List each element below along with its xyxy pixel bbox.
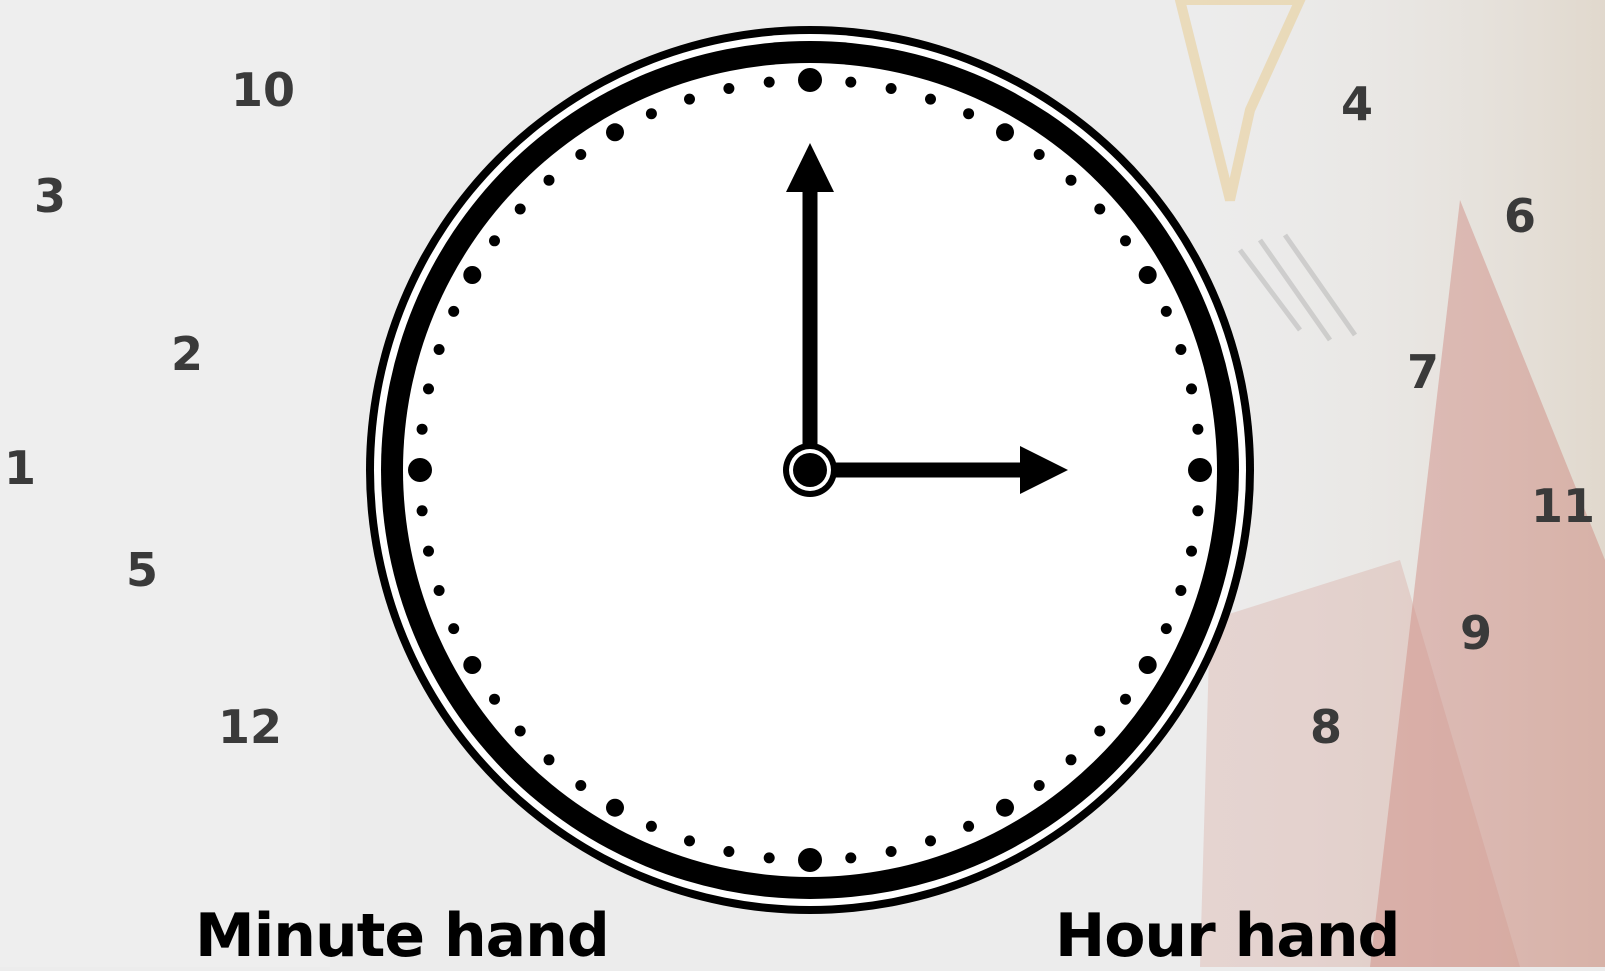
minute-dot: [434, 585, 445, 596]
number-5[interactable]: 5: [126, 547, 158, 593]
number-1[interactable]: 1: [4, 445, 36, 491]
minute-dot: [1188, 458, 1212, 482]
minute-dot: [489, 235, 500, 246]
minute-hand-label: Minute hand: [195, 906, 609, 966]
minute-dot: [1192, 424, 1203, 435]
minute-dot: [1120, 235, 1131, 246]
number-3[interactable]: 3: [34, 173, 66, 219]
clock-face: [350, 10, 1270, 930]
minute-dot: [463, 266, 481, 284]
minute-dot: [544, 754, 555, 765]
number-11[interactable]: 11: [1531, 483, 1595, 529]
minute-dot: [515, 726, 526, 737]
minute-dot: [963, 821, 974, 832]
minute-dot: [448, 623, 459, 634]
minute-dot: [886, 83, 897, 94]
minute-dot: [764, 77, 775, 88]
minute-dot: [417, 505, 428, 516]
minute-dot: [408, 458, 432, 482]
hour-hand-label: Hour hand: [1055, 906, 1400, 966]
minute-dot: [1094, 726, 1105, 737]
number-8[interactable]: 8: [1310, 704, 1342, 750]
minute-dot: [723, 83, 734, 94]
minute-dot: [1175, 344, 1186, 355]
number-2[interactable]: 2: [171, 331, 203, 377]
minute-dot: [606, 799, 624, 817]
minute-dot: [544, 175, 555, 186]
minute-dot: [684, 94, 695, 105]
minute-dot: [1120, 694, 1131, 705]
minute-dot: [925, 94, 936, 105]
number-9[interactable]: 9: [1460, 610, 1492, 656]
minute-dot: [423, 383, 434, 394]
minute-dot: [798, 848, 822, 872]
minute-dot: [925, 835, 936, 846]
number-7[interactable]: 7: [1407, 349, 1439, 395]
minute-dot: [515, 204, 526, 215]
number-4[interactable]: 4: [1341, 81, 1373, 127]
minute-dot: [996, 799, 1014, 817]
minute-dot: [417, 424, 428, 435]
minute-dot: [489, 694, 500, 705]
minute-dot: [764, 852, 775, 863]
number-12[interactable]: 12: [218, 704, 282, 750]
minute-dot: [423, 546, 434, 557]
minute-dot: [996, 123, 1014, 141]
minute-dot: [1094, 204, 1105, 215]
minute-dot: [798, 68, 822, 92]
minute-dot: [1034, 149, 1045, 160]
minute-dot: [1066, 754, 1077, 765]
minute-dot: [1034, 780, 1045, 791]
number-6[interactable]: 6: [1504, 193, 1536, 239]
minute-dot: [448, 306, 459, 317]
minute-dot: [575, 149, 586, 160]
minute-dot: [1139, 266, 1157, 284]
minute-dot: [1186, 383, 1197, 394]
minute-dot: [845, 852, 856, 863]
minute-dot: [1066, 175, 1077, 186]
minute-dot: [463, 656, 481, 674]
minute-dot: [1161, 623, 1172, 634]
minute-dot: [575, 780, 586, 791]
minute-dot: [723, 846, 734, 857]
minute-dot: [886, 846, 897, 857]
minute-dot: [1186, 546, 1197, 557]
minute-dot: [1192, 505, 1203, 516]
minute-dot: [845, 77, 856, 88]
minute-dot: [1175, 585, 1186, 596]
minute-dot: [1161, 306, 1172, 317]
minute-dot: [963, 108, 974, 119]
minute-dot: [646, 821, 657, 832]
minute-dot: [646, 108, 657, 119]
minute-dot: [434, 344, 445, 355]
center-pin: [783, 443, 837, 497]
minute-dot: [684, 835, 695, 846]
number-10[interactable]: 10: [231, 67, 295, 113]
minute-dot: [1139, 656, 1157, 674]
minute-dot: [606, 123, 624, 141]
